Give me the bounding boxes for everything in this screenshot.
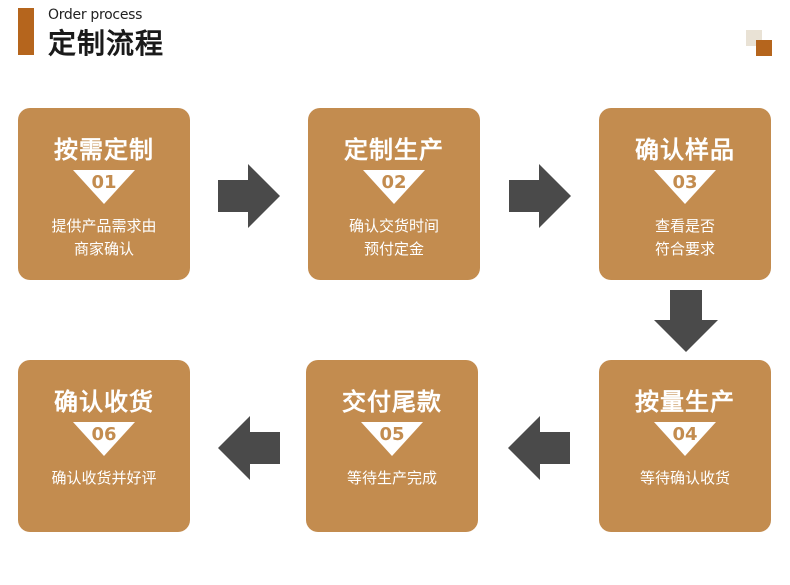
- step-card-3: 确认样品 03 查看是否 符合要求: [599, 108, 771, 280]
- step-description-line: 等待生产完成: [346, 469, 437, 487]
- decoration-square-accent: [756, 40, 772, 56]
- step-number: 02: [381, 172, 407, 193]
- step-card-4: 按量生产 04 等待确认收货: [599, 360, 771, 532]
- step-number: 05: [379, 424, 405, 445]
- step-title: 按需定制: [54, 136, 154, 164]
- page-title: 定制流程: [48, 27, 165, 60]
- step-title: 确认样品: [635, 136, 735, 164]
- step-card-2: 定制生产 02 确认交货时间 预付定金: [308, 108, 480, 280]
- step-description: 确认交货时间 预付定金: [308, 215, 480, 261]
- step-description: 确认收货并好评: [18, 467, 190, 490]
- step-number-badge: [363, 170, 425, 204]
- step-description-line: 预付定金: [363, 240, 424, 258]
- step-description-line: 符合要求: [654, 240, 715, 258]
- step-description-line: 商家确认: [73, 240, 134, 258]
- step-number-badge: [73, 422, 135, 456]
- step-number-badge: [361, 422, 423, 456]
- step-description: 等待确认收货: [599, 467, 771, 490]
- step-title: 按量生产: [635, 388, 735, 416]
- step-number-badge: [73, 170, 135, 204]
- step-description-line: 确认收货并好评: [51, 469, 157, 487]
- step-description-line: 确认交货时间: [348, 217, 439, 235]
- arrow-left-icon: [218, 416, 280, 480]
- step-title: 确认收货: [54, 388, 154, 416]
- arrow-left-icon: [508, 416, 570, 480]
- step-number: 03: [672, 172, 698, 193]
- corner-decoration: [746, 30, 772, 56]
- step-number: 04: [672, 424, 698, 445]
- step-card-5: 交付尾款 05 等待生产完成: [306, 360, 478, 532]
- step-description: 查看是否 符合要求: [599, 215, 771, 261]
- step-card-1: 按需定制 01 提供产品需求由 商家确认: [18, 108, 190, 280]
- step-title: 交付尾款: [342, 388, 442, 416]
- header-subtitle: Order process: [48, 7, 143, 23]
- step-description: 提供产品需求由 商家确认: [18, 215, 190, 261]
- arrow-right-icon: [509, 164, 571, 228]
- step-number: 01: [91, 172, 117, 193]
- step-description-line: 提供产品需求由: [51, 217, 157, 235]
- step-number-badge: [654, 170, 716, 204]
- header-accent-bar: [18, 8, 34, 55]
- step-description-line: 查看是否: [654, 217, 715, 235]
- step-description-line: 等待确认收货: [639, 469, 730, 487]
- step-title: 定制生产: [344, 136, 444, 164]
- step-description: 等待生产完成: [306, 467, 478, 490]
- step-number-badge: [654, 422, 716, 456]
- arrow-down-icon: [654, 290, 718, 352]
- step-card-6: 确认收货 06 确认收货并好评: [18, 360, 190, 532]
- arrow-right-icon: [218, 164, 280, 228]
- step-number: 06: [91, 424, 117, 445]
